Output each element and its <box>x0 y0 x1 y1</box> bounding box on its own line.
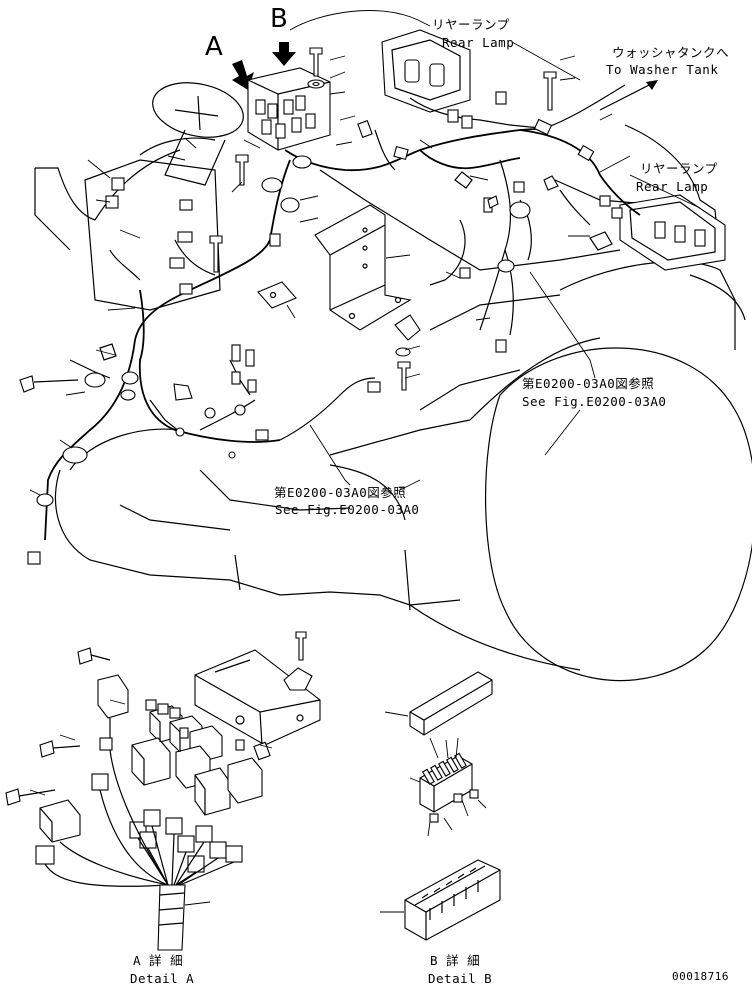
rear-lamp-right-label-en: Rear Lamp <box>636 179 709 194</box>
washer-tank-arrow-icon <box>599 80 658 111</box>
rear-lamp-right-label-jp: リヤーランプ <box>640 161 718 176</box>
rear-lamp-top <box>381 29 541 129</box>
washer-tank-label-en: To Washer Tank <box>606 62 719 77</box>
detail-b-caption-en: Detail B <box>428 971 493 986</box>
leader-lines <box>29 10 701 496</box>
bolts-washers <box>19 47 559 401</box>
see-fig-right-label-en: See Fig.E0200-03A0 <box>522 394 667 409</box>
detail-b-caption-jp: B 詳 細 <box>430 953 481 968</box>
see-fig-center-label-jp: 第E0200-03A0図参照 <box>274 485 407 500</box>
washer-tank-label-jp: ウォッシャタンクへ <box>612 45 730 60</box>
mounting-bracket <box>314 204 412 331</box>
see-fig-center-label-en: See Fig.E0200-03A0 <box>275 502 420 517</box>
view-arrow-b-icon <box>272 42 296 66</box>
drawing-number: 00018716 <box>672 970 729 983</box>
view-a-callout: A <box>205 32 223 62</box>
rear-lamp-top-label-jp: リヤーランプ <box>432 17 510 32</box>
see-fig-right-label-jp: 第E0200-03A0図参照 <box>522 376 655 391</box>
harness-connectors <box>27 91 623 565</box>
main-harness-wires <box>44 84 641 541</box>
detail-a-caption-en: Detail A <box>130 971 195 986</box>
rear-lamp-top-label-en: Rear Lamp <box>442 35 515 50</box>
detail-a-caption-jp: A 詳 細 <box>133 953 184 968</box>
machine-body-outline <box>34 82 752 682</box>
relay-box-main <box>247 67 331 151</box>
view-b-callout: B <box>270 4 288 34</box>
detail-a-drawing <box>5 631 321 951</box>
rear-lamp-right <box>619 194 726 271</box>
detail-b-drawing <box>380 671 501 941</box>
